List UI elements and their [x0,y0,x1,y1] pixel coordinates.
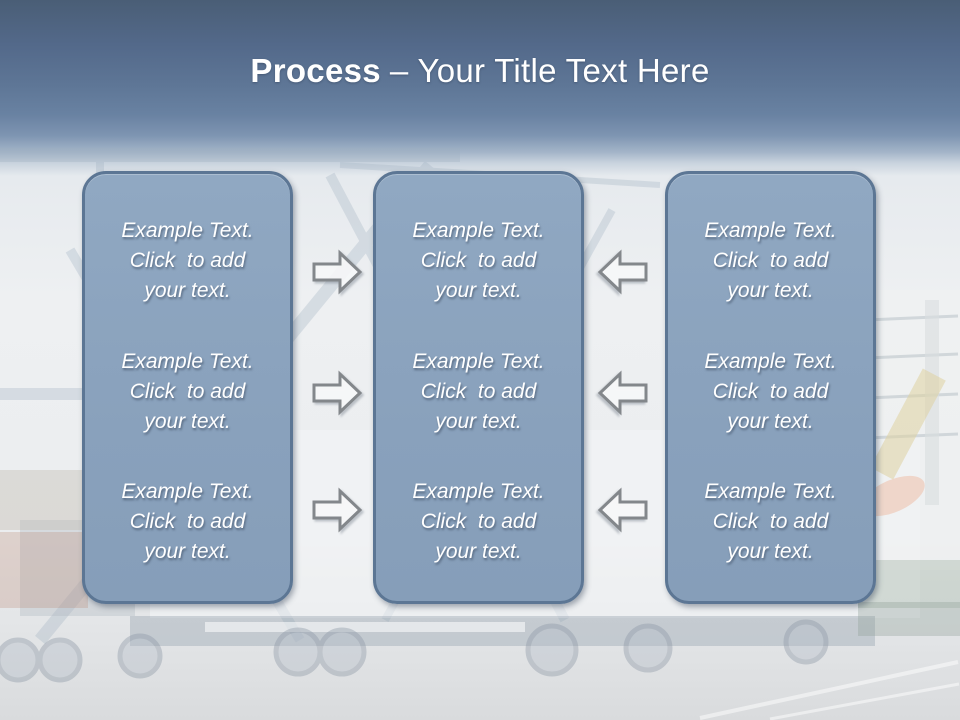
placeholder-line: Example Text. [412,480,545,503]
placeholder-line: your text. [144,409,231,433]
placeholder-line: Click to add [420,249,537,272]
placeholder-line: your text. [727,279,814,302]
placeholder-line: your text. [435,279,522,302]
placeholder-line: Click to add [712,379,829,403]
arrow-left-icon [597,487,649,533]
placeholder-line: Click to add [129,379,246,403]
placeholder-line: Example Text. [121,480,254,503]
placeholder-line: Click to add [420,510,537,533]
placeholder-line: Click to add [712,510,829,533]
arrow-right-icon [311,249,363,295]
placeholder-line: your text. [727,540,814,563]
slide-title-subtitle: – Your Title Text Here [389,52,710,89]
text-placeholder[interactable]: Example Text. Click to add your text. [384,477,573,567]
placeholder-line: Example Text. [704,349,837,373]
text-placeholder[interactable]: Example Text. Click to add your text. [384,216,573,306]
placeholder-line: Click to add [420,379,537,403]
arrow-left-icon [597,249,649,295]
process-panel-left[interactable]: Example Text. Click to add your text. Ex… [82,171,293,604]
container-stack [0,470,88,608]
placeholder-line: Example Text. [704,219,837,242]
arrow-left-icon [597,370,649,416]
placeholder-line: Example Text. [121,219,254,242]
slide-title-keyword: Process [250,52,381,89]
text-placeholder[interactable]: Example Text. Click to add your text. [93,216,282,306]
arrow-right-icon [311,370,363,416]
text-placeholder[interactable]: Example Text. Click to add your text. [676,216,865,306]
placeholder-line: Example Text. [704,480,837,503]
text-placeholder[interactable]: Example Text. Click to add your text. [676,477,865,567]
ground-markings [699,660,960,720]
placeholder-line: your text. [435,409,522,433]
process-panel-right[interactable]: Example Text. Click to add your text. Ex… [665,171,876,604]
text-placeholder[interactable]: Example Text. Click to add your text. [93,477,282,567]
placeholder-line: your text. [435,540,522,563]
placeholder-line: Click to add [129,510,246,533]
slide-title: Process– Your Title Text Here [0,52,960,90]
process-panel-middle[interactable]: Example Text. Click to add your text. Ex… [373,171,584,604]
ship-structure [858,290,960,636]
arrow-right-icon [311,487,363,533]
placeholder-line: your text. [144,279,231,302]
placeholder-line: your text. [727,409,814,433]
placeholder-line: Example Text. [121,349,254,373]
text-placeholder[interactable]: Example Text. Click to add your text. [676,347,865,437]
text-placeholder[interactable]: Example Text. Click to add your text. [384,347,573,437]
placeholder-line: Example Text. [412,349,545,373]
placeholder-line: Example Text. [412,219,545,242]
placeholder-line: Click to add [712,249,829,272]
placeholder-line: your text. [144,540,231,563]
text-placeholder[interactable]: Example Text. Click to add your text. [93,347,282,437]
placeholder-line: Click to add [129,249,246,272]
